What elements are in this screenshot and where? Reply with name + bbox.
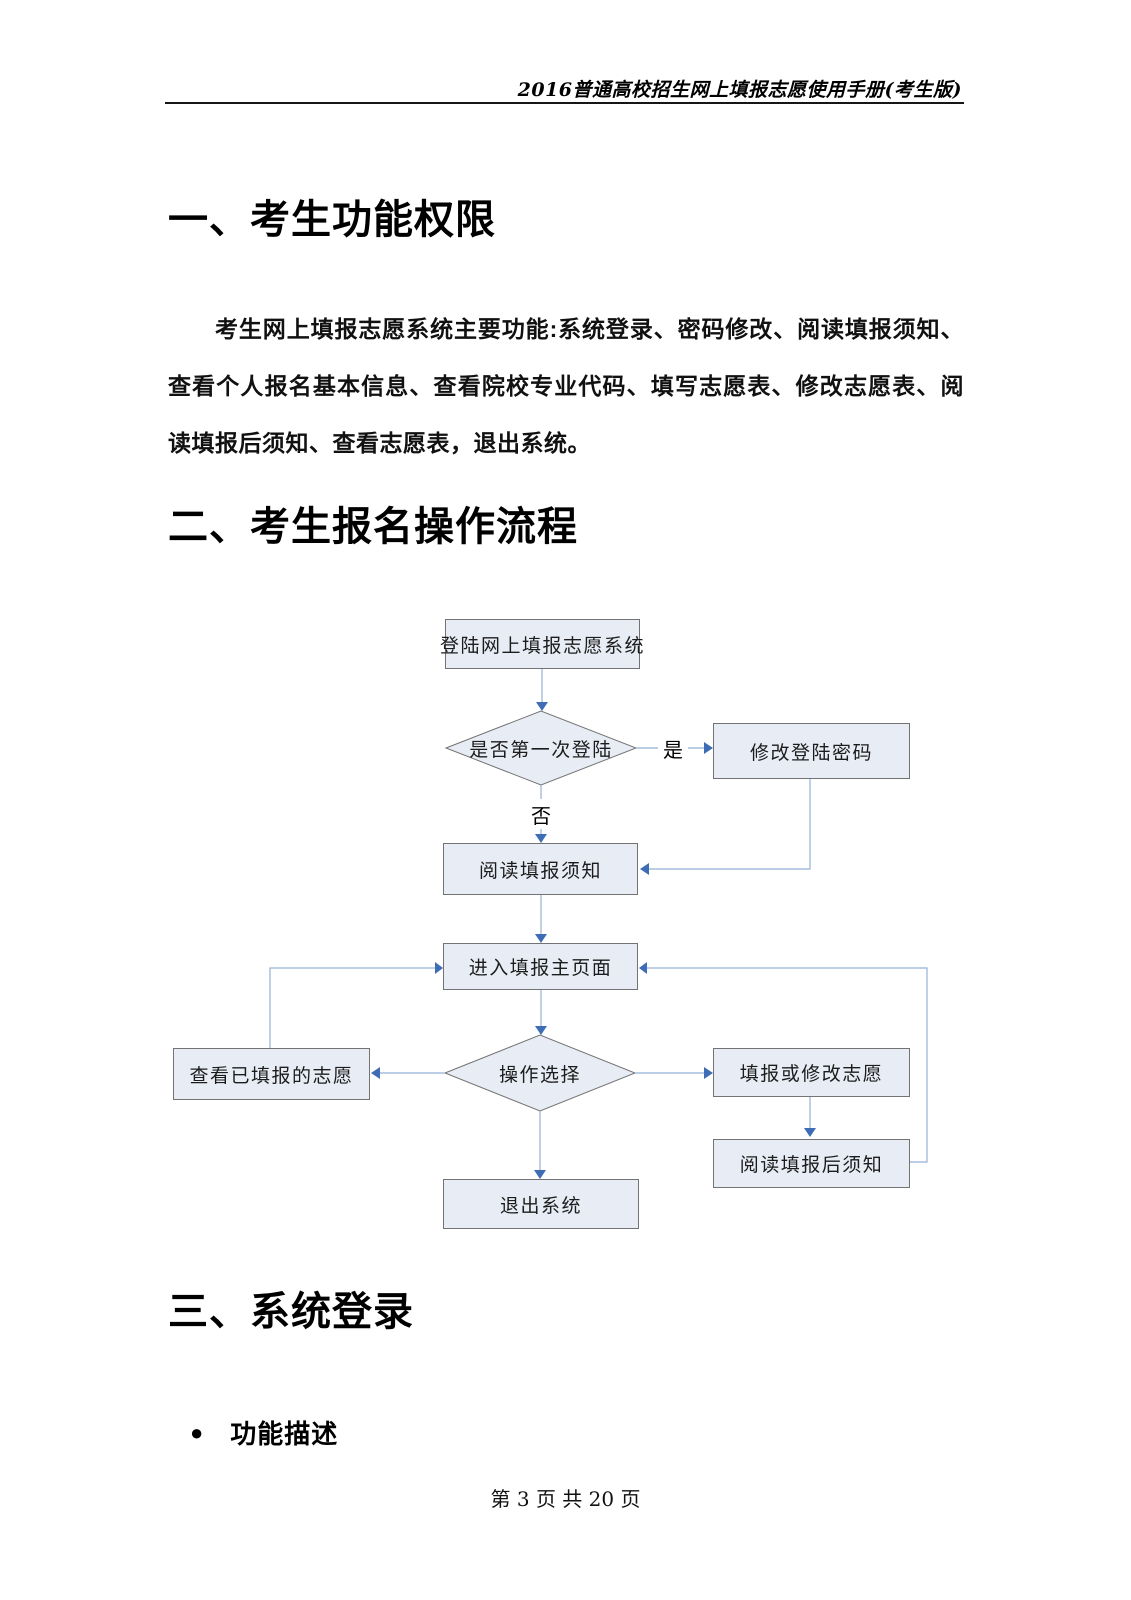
edge-label-no: 否 [526, 799, 556, 829]
section-2-heading: 二、考生报名操作流程 [168, 505, 578, 549]
header-rule [165, 102, 964, 104]
flow-node-read-notice: 阅读填报须知 [443, 843, 638, 895]
section-1-paragraph: 考生网上填报志愿系统主要功能:系统登录、密码修改、阅读填报须知、查看个人报名基本… [168, 316, 964, 456]
section-3-heading: 三、系统登录 [168, 1290, 414, 1334]
flowchart: 登陆网上填报志愿系统 是否第一次登陆 修改登陆密码 是 否 阅读填报须知 进入填… [0, 600, 1131, 1245]
section-1-heading: 一、考生功能权限 [168, 198, 496, 242]
bullet-icon: ● [190, 1419, 205, 1445]
flow-node-read-post-notice: 阅读填报后须知 [713, 1139, 910, 1188]
flow-node-view-submitted: 查看已填报的志愿 [173, 1048, 370, 1100]
flowchart-connectors [269, 669, 928, 1179]
flow-node-login: 登陆网上填报志愿系统 [440, 619, 644, 669]
edge-label-yes: 是 [658, 733, 688, 763]
bullet-item: ● 功能描述 [190, 1414, 338, 1451]
flow-node-is-first-login: 是否第一次登陆 [469, 738, 613, 761]
bullet-label: 功能描述 [230, 1419, 339, 1449]
page-footer: 第 3 页 共 20 页 [490, 1487, 641, 1511]
flow-node-change-password: 修改登陆密码 [713, 723, 910, 779]
flow-node-fill-or-modify: 填报或修改志愿 [713, 1048, 910, 1097]
header-title: 2016普通高校招生网上填报志愿使用手册(考生版) [517, 79, 962, 101]
flow-node-exit-system: 退出系统 [443, 1179, 639, 1229]
flow-node-main-page: 进入填报主页面 [443, 943, 638, 990]
flow-node-action-select: 操作选择 [498, 1063, 581, 1086]
